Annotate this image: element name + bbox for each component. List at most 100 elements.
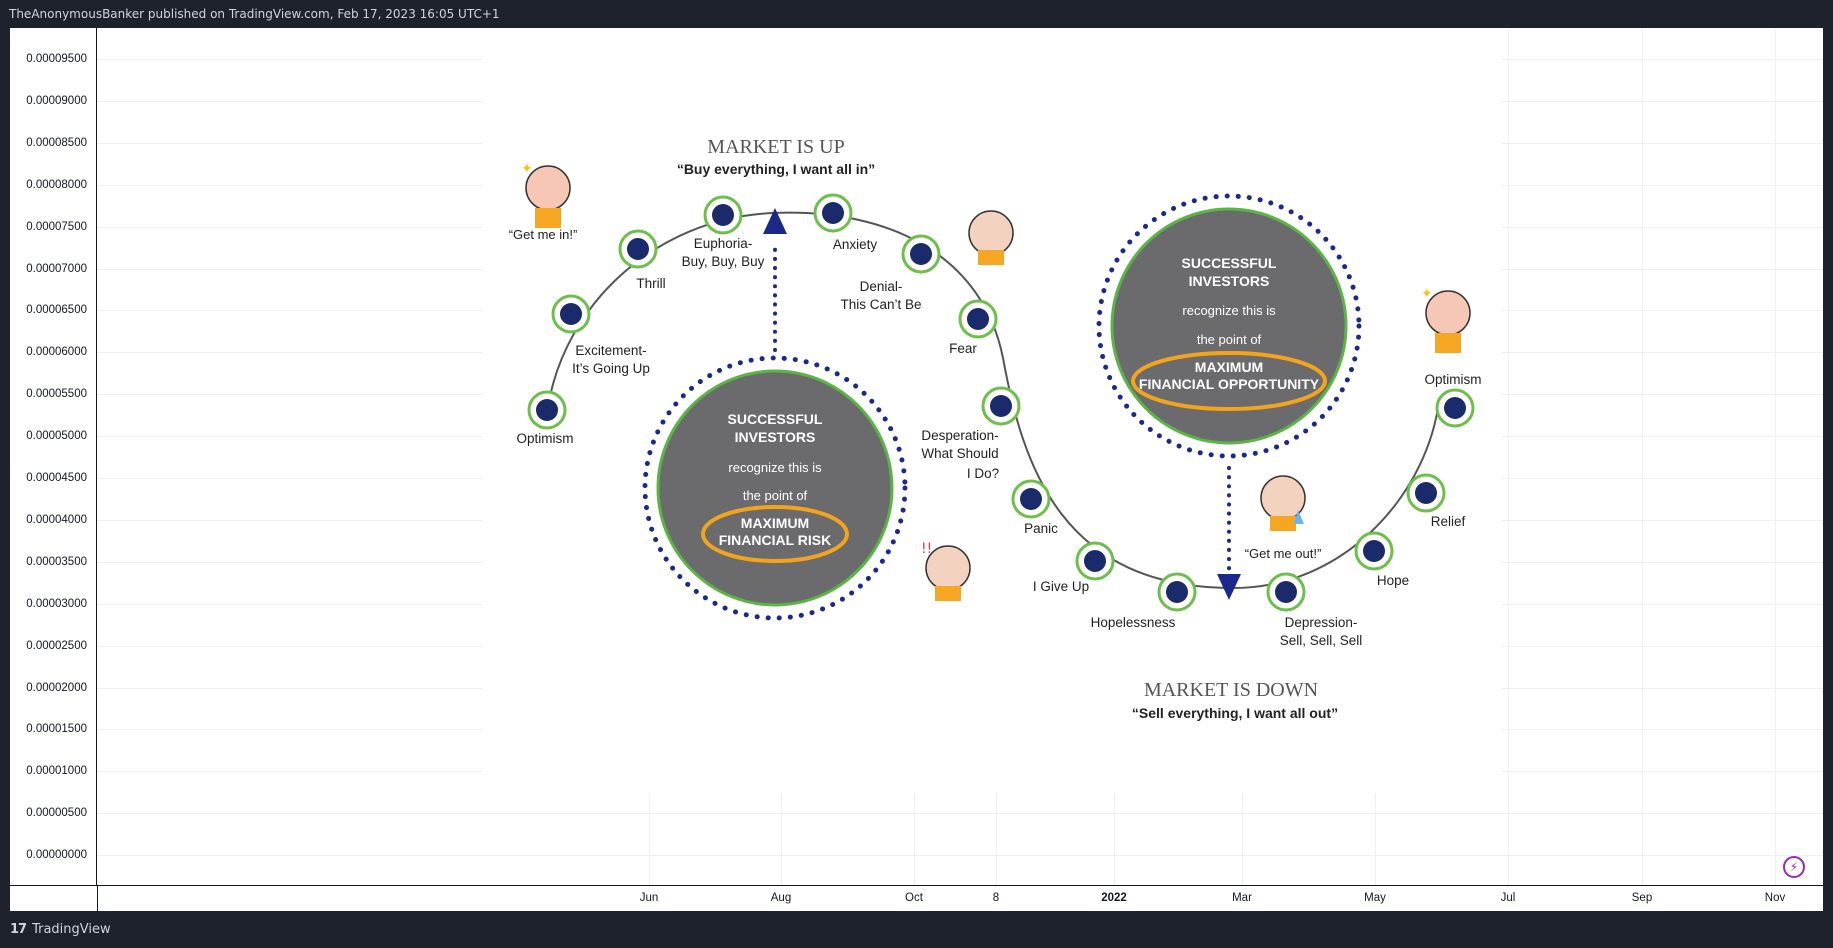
stage-label: Depression-	[1285, 615, 1358, 630]
stage-label: Excitement-	[575, 343, 646, 358]
right-circle-line2: INVESTORS	[1189, 273, 1270, 289]
price-label: 0.00000000	[26, 849, 87, 862]
price-label: 0.00005000	[26, 430, 87, 443]
stage-label-line2: What Should	[921, 446, 998, 461]
price-label: 0.00003000	[26, 597, 87, 610]
get-me-in-quote: “Get me in!”	[509, 227, 578, 242]
horizontal-gridline	[97, 813, 1823, 815]
brand-name[interactable]: TradingView	[32, 922, 111, 937]
price-label: 0.00006000	[26, 346, 87, 359]
price-label: 0.00004000	[26, 513, 87, 526]
stage-label: Relief	[1431, 514, 1466, 529]
stage-label: Hope	[1377, 573, 1409, 588]
left-circle-line2: INVESTORS	[735, 429, 816, 445]
stage-label: Denial-	[860, 279, 903, 294]
publish-info-bar: TheAnonymousBanker published on TradingV…	[0, 0, 1833, 28]
get-me-out-quote: “Get me out!”	[1245, 546, 1322, 561]
market-down-quote: “Sell everything, I want all out”	[1132, 705, 1338, 721]
left-circle-line3: recognize this is	[728, 460, 822, 475]
market-up-title: MARKET IS UP	[707, 136, 844, 158]
stage-label: I Give Up	[1033, 579, 1089, 594]
time-label: 8	[992, 892, 1000, 904]
stage-node	[967, 308, 989, 330]
left-highlight-ellipse	[701, 505, 849, 563]
stage-label: Panic	[1024, 521, 1058, 536]
price-label: 0.00009000	[26, 94, 87, 107]
lightning-icon[interactable]: ⚡	[1783, 856, 1805, 878]
stage-label: Hopelessness	[1091, 615, 1176, 630]
price-label: 0.00002500	[26, 639, 87, 652]
right-circle-line5: MAXIMUM	[1195, 359, 1263, 375]
time-label: Jul	[1500, 892, 1516, 904]
price-label: 0.00006500	[26, 304, 87, 317]
horizontal-gridline	[97, 855, 1823, 857]
svg-text:✦: ✦	[521, 161, 533, 177]
happy-face-icon-right: ✦	[1421, 286, 1471, 353]
price-label: 0.00008500	[26, 136, 87, 149]
right-circle	[1110, 207, 1348, 445]
market-cycle-image: SUCCESSFUL INVESTORS recognize this is t…	[483, 28, 1501, 793]
right-highlight-ellipse	[1131, 351, 1327, 411]
stage-node	[822, 202, 844, 224]
stage-label: Fear	[949, 341, 977, 356]
time-label: Aug	[770, 892, 792, 904]
market-up-quote: “Buy everything, I want all in”	[677, 161, 875, 177]
time-label: 2022	[1101, 892, 1127, 904]
stage-node	[1444, 397, 1466, 419]
axis-corner	[97, 886, 98, 911]
time-label: Oct	[905, 892, 923, 904]
stage-node	[1166, 581, 1188, 603]
right-circle-line6: FINANCIAL OPPORTUNITY	[1139, 376, 1320, 392]
stage-node	[1275, 581, 1297, 603]
stage-node	[536, 399, 558, 421]
worried-face-icon	[968, 210, 1014, 265]
stage-node	[1363, 540, 1385, 562]
time-label: Jun	[639, 892, 659, 904]
tradingview-logo-icon[interactable]: 17	[10, 922, 27, 937]
market-down-title: MARKET IS DOWN	[1144, 679, 1318, 701]
stage-node	[712, 204, 734, 226]
stage-label: Anxiety	[833, 237, 878, 252]
vertical-gridline	[1775, 28, 1776, 885]
happy-face-icon-left: ✦	[521, 161, 571, 228]
stage-label-line2: This Can’t Be	[840, 297, 921, 312]
right-circle-line3: recognize this is	[1182, 303, 1276, 318]
stage-label: Optimism	[517, 431, 574, 446]
stage-node	[627, 238, 649, 260]
right-circle-line4: the point of	[1197, 332, 1262, 347]
price-label: 0.00004500	[26, 472, 87, 484]
stage-label: Optimism	[1425, 372, 1482, 387]
left-circle-line5: MAXIMUM	[741, 515, 809, 531]
price-label: 0.00003500	[26, 555, 87, 568]
right-circle-dotted-ring	[1096, 193, 1362, 459]
price-label: 0.00001000	[26, 765, 87, 778]
left-circle-line6: FINANCIAL RISK	[719, 532, 832, 548]
stage-label-line2: It’s Going Up	[572, 361, 650, 376]
time-label: Nov	[1764, 892, 1786, 904]
panic-face-icon: !!	[921, 541, 971, 601]
vertical-gridline	[1642, 28, 1643, 885]
left-circle-line1: SUCCESSFUL	[728, 411, 823, 427]
stage-node	[910, 243, 932, 265]
stage-label: Desperation-	[921, 428, 998, 443]
emotion-cycle-curve	[547, 211, 1439, 590]
time-label: Sep	[1631, 892, 1653, 904]
stage-label-line2: Buy, Buy, Buy	[682, 254, 765, 269]
stage-node	[990, 395, 1012, 417]
price-label: 0.00007000	[26, 262, 87, 275]
stage-node	[560, 303, 582, 325]
price-label: 0.00007500	[26, 220, 87, 233]
up-arrow-icon	[763, 208, 787, 234]
price-label: 0.00005500	[26, 388, 87, 401]
stage-label: Thrill	[636, 276, 665, 291]
market-cycle-diagram: SUCCESSFUL INVESTORS recognize this is t…	[509, 136, 1482, 721]
stage-label-line2: Sell, Sell, Sell	[1280, 633, 1363, 648]
price-label: 0.00009500	[26, 53, 87, 65]
vertical-gridline	[1508, 28, 1509, 885]
svg-text:!!: !!	[921, 541, 932, 557]
